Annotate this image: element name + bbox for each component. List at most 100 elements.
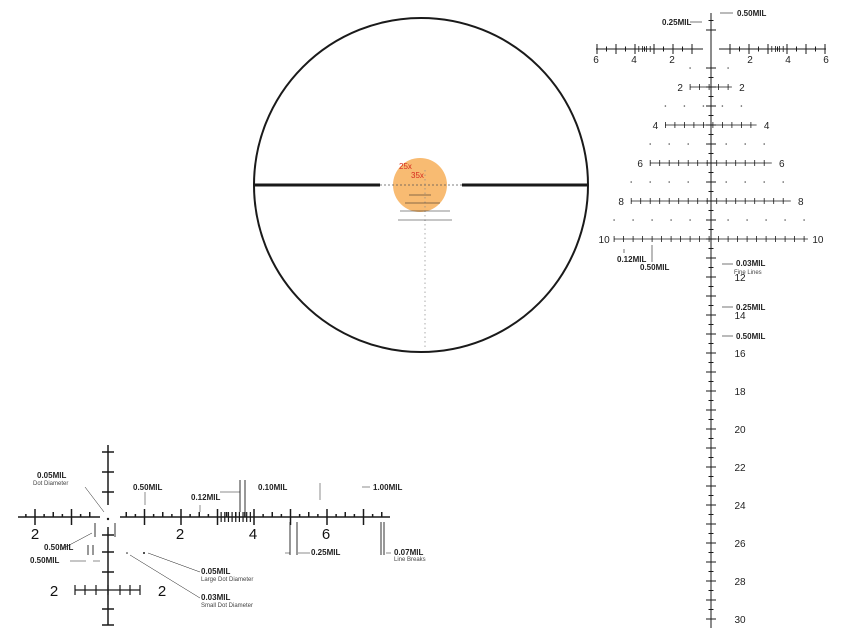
ann-line-010: 0.10MIL xyxy=(258,483,287,492)
holdover-dot xyxy=(668,143,670,145)
leader-line xyxy=(84,486,105,513)
holdover-dot xyxy=(744,181,746,183)
holdover-dot xyxy=(613,219,615,221)
ann-line-breaks-caption: Line Breaks xyxy=(394,557,426,563)
holdover-dot xyxy=(782,181,784,183)
holdover-dot xyxy=(740,105,743,107)
ann-fine-lines: 0.03MIL xyxy=(736,259,765,268)
small-dot xyxy=(126,552,128,554)
row-label: 2 xyxy=(677,83,683,94)
detail-label: 2 xyxy=(31,526,39,543)
holdover-dot xyxy=(706,143,708,145)
holdover-dot xyxy=(708,219,710,221)
mag-25x-label: 25x xyxy=(399,162,412,171)
row-label: 8 xyxy=(798,197,804,208)
ann-line-025: 0.25MIL xyxy=(311,548,340,557)
ann-vert-050: 0.50MIL xyxy=(736,332,765,341)
leader-line xyxy=(59,532,93,551)
holdover-dot xyxy=(683,105,686,107)
holdover-dot xyxy=(702,105,705,107)
holdover-dot xyxy=(727,219,729,221)
holdover-dot xyxy=(649,143,651,145)
ann-hash-012: 0.12MIL xyxy=(191,493,220,502)
holdover-dot xyxy=(803,219,805,221)
holdover-dot xyxy=(664,105,667,107)
holdover-dot xyxy=(632,219,634,221)
ann-small-dot-caption: Small Dot Diameter xyxy=(201,603,253,609)
holdover-dot xyxy=(721,105,724,107)
vertical-label: 16 xyxy=(734,349,746,360)
mag-35x-label: 35x xyxy=(411,171,424,180)
ann-line-100: 1.00MIL xyxy=(373,483,402,492)
holdover-dot xyxy=(706,181,708,183)
ann-gap-050-b: 0.50MIL xyxy=(30,556,59,565)
ann-dot-diameter: 0.05MIL xyxy=(37,471,66,480)
h-label: 6 xyxy=(823,55,829,66)
ann-fine-lines-caption: Fine Lines xyxy=(734,270,762,276)
vertical-label: 24 xyxy=(734,501,746,512)
detail-label: 2 xyxy=(176,526,184,543)
holdover-dot xyxy=(687,143,689,145)
ann-large-dot: 0.05MIL xyxy=(201,567,230,576)
row-label: 2 xyxy=(739,83,745,94)
row-label: 8 xyxy=(618,197,624,208)
row-label: 6 xyxy=(779,159,785,170)
holdover-dot xyxy=(649,181,651,183)
detail-label: 4 xyxy=(249,526,257,543)
holdover-dot xyxy=(763,181,765,183)
vertical-label: 14 xyxy=(734,311,746,322)
detail-view: 2 2 4 6 2 2 0.05MIL Dot Diameter 0.50MIL… xyxy=(18,445,426,626)
row-label: 10 xyxy=(812,235,824,246)
holdover-dot xyxy=(727,67,729,69)
holdover-dot xyxy=(651,219,653,221)
h-label: 2 xyxy=(747,55,753,66)
vertical-label: 22 xyxy=(734,463,746,474)
holdover-dot xyxy=(763,143,765,145)
holdover-dot xyxy=(784,219,786,221)
h-label: 6 xyxy=(593,55,599,66)
ann-top-outer: 0.50MIL xyxy=(737,9,766,18)
holdover-dot xyxy=(670,219,672,221)
holdover-dot xyxy=(765,219,767,221)
ann-line-breaks: 0.07MIL xyxy=(394,548,423,557)
holdover-dot xyxy=(687,181,689,183)
scope-view: 25x 35x xyxy=(253,17,589,353)
vertical-label: 12 xyxy=(734,273,746,284)
h-label: 4 xyxy=(785,55,791,66)
large-dot xyxy=(143,552,145,554)
ann-gap-050-a: 0.50MIL xyxy=(44,543,73,552)
holdover-dot xyxy=(725,181,727,183)
ann-vert-025: 0.25MIL xyxy=(736,303,765,312)
ann-hash-large: 0.50MIL xyxy=(640,263,669,272)
vertical-label: 30 xyxy=(734,615,746,626)
holdover-dot xyxy=(689,67,691,69)
holdover-dot xyxy=(630,181,632,183)
h-label: 2 xyxy=(669,55,675,66)
detail-lower-label: 2 xyxy=(50,583,58,600)
ann-small-dot: 0.03MIL xyxy=(201,593,230,602)
holdover-dot xyxy=(668,181,670,183)
ann-hash-050: 0.50MIL xyxy=(133,483,162,492)
holdover-dot xyxy=(725,143,727,145)
row-label: 4 xyxy=(764,121,770,132)
vertical-label: 18 xyxy=(734,387,746,398)
row-label: 6 xyxy=(637,159,643,170)
ann-large-dot-caption: Large Dot Diameter xyxy=(201,577,253,583)
row-label: 4 xyxy=(653,121,659,132)
holdover-dot xyxy=(746,219,748,221)
center-dot xyxy=(106,517,110,521)
vertical-label: 20 xyxy=(734,425,746,436)
holdover-dot xyxy=(744,143,746,145)
detail-lower-label: 2 xyxy=(158,583,166,600)
leader-line xyxy=(147,552,201,573)
leader-line xyxy=(129,554,201,599)
h-label: 4 xyxy=(631,55,637,66)
row-label: 10 xyxy=(599,235,611,246)
detail-label: 6 xyxy=(322,526,330,543)
ann-hash-small: 0.12MIL xyxy=(617,255,646,264)
holdover-dot xyxy=(689,219,691,221)
vertical-label: 26 xyxy=(734,539,746,550)
holdover-dot xyxy=(708,67,710,69)
